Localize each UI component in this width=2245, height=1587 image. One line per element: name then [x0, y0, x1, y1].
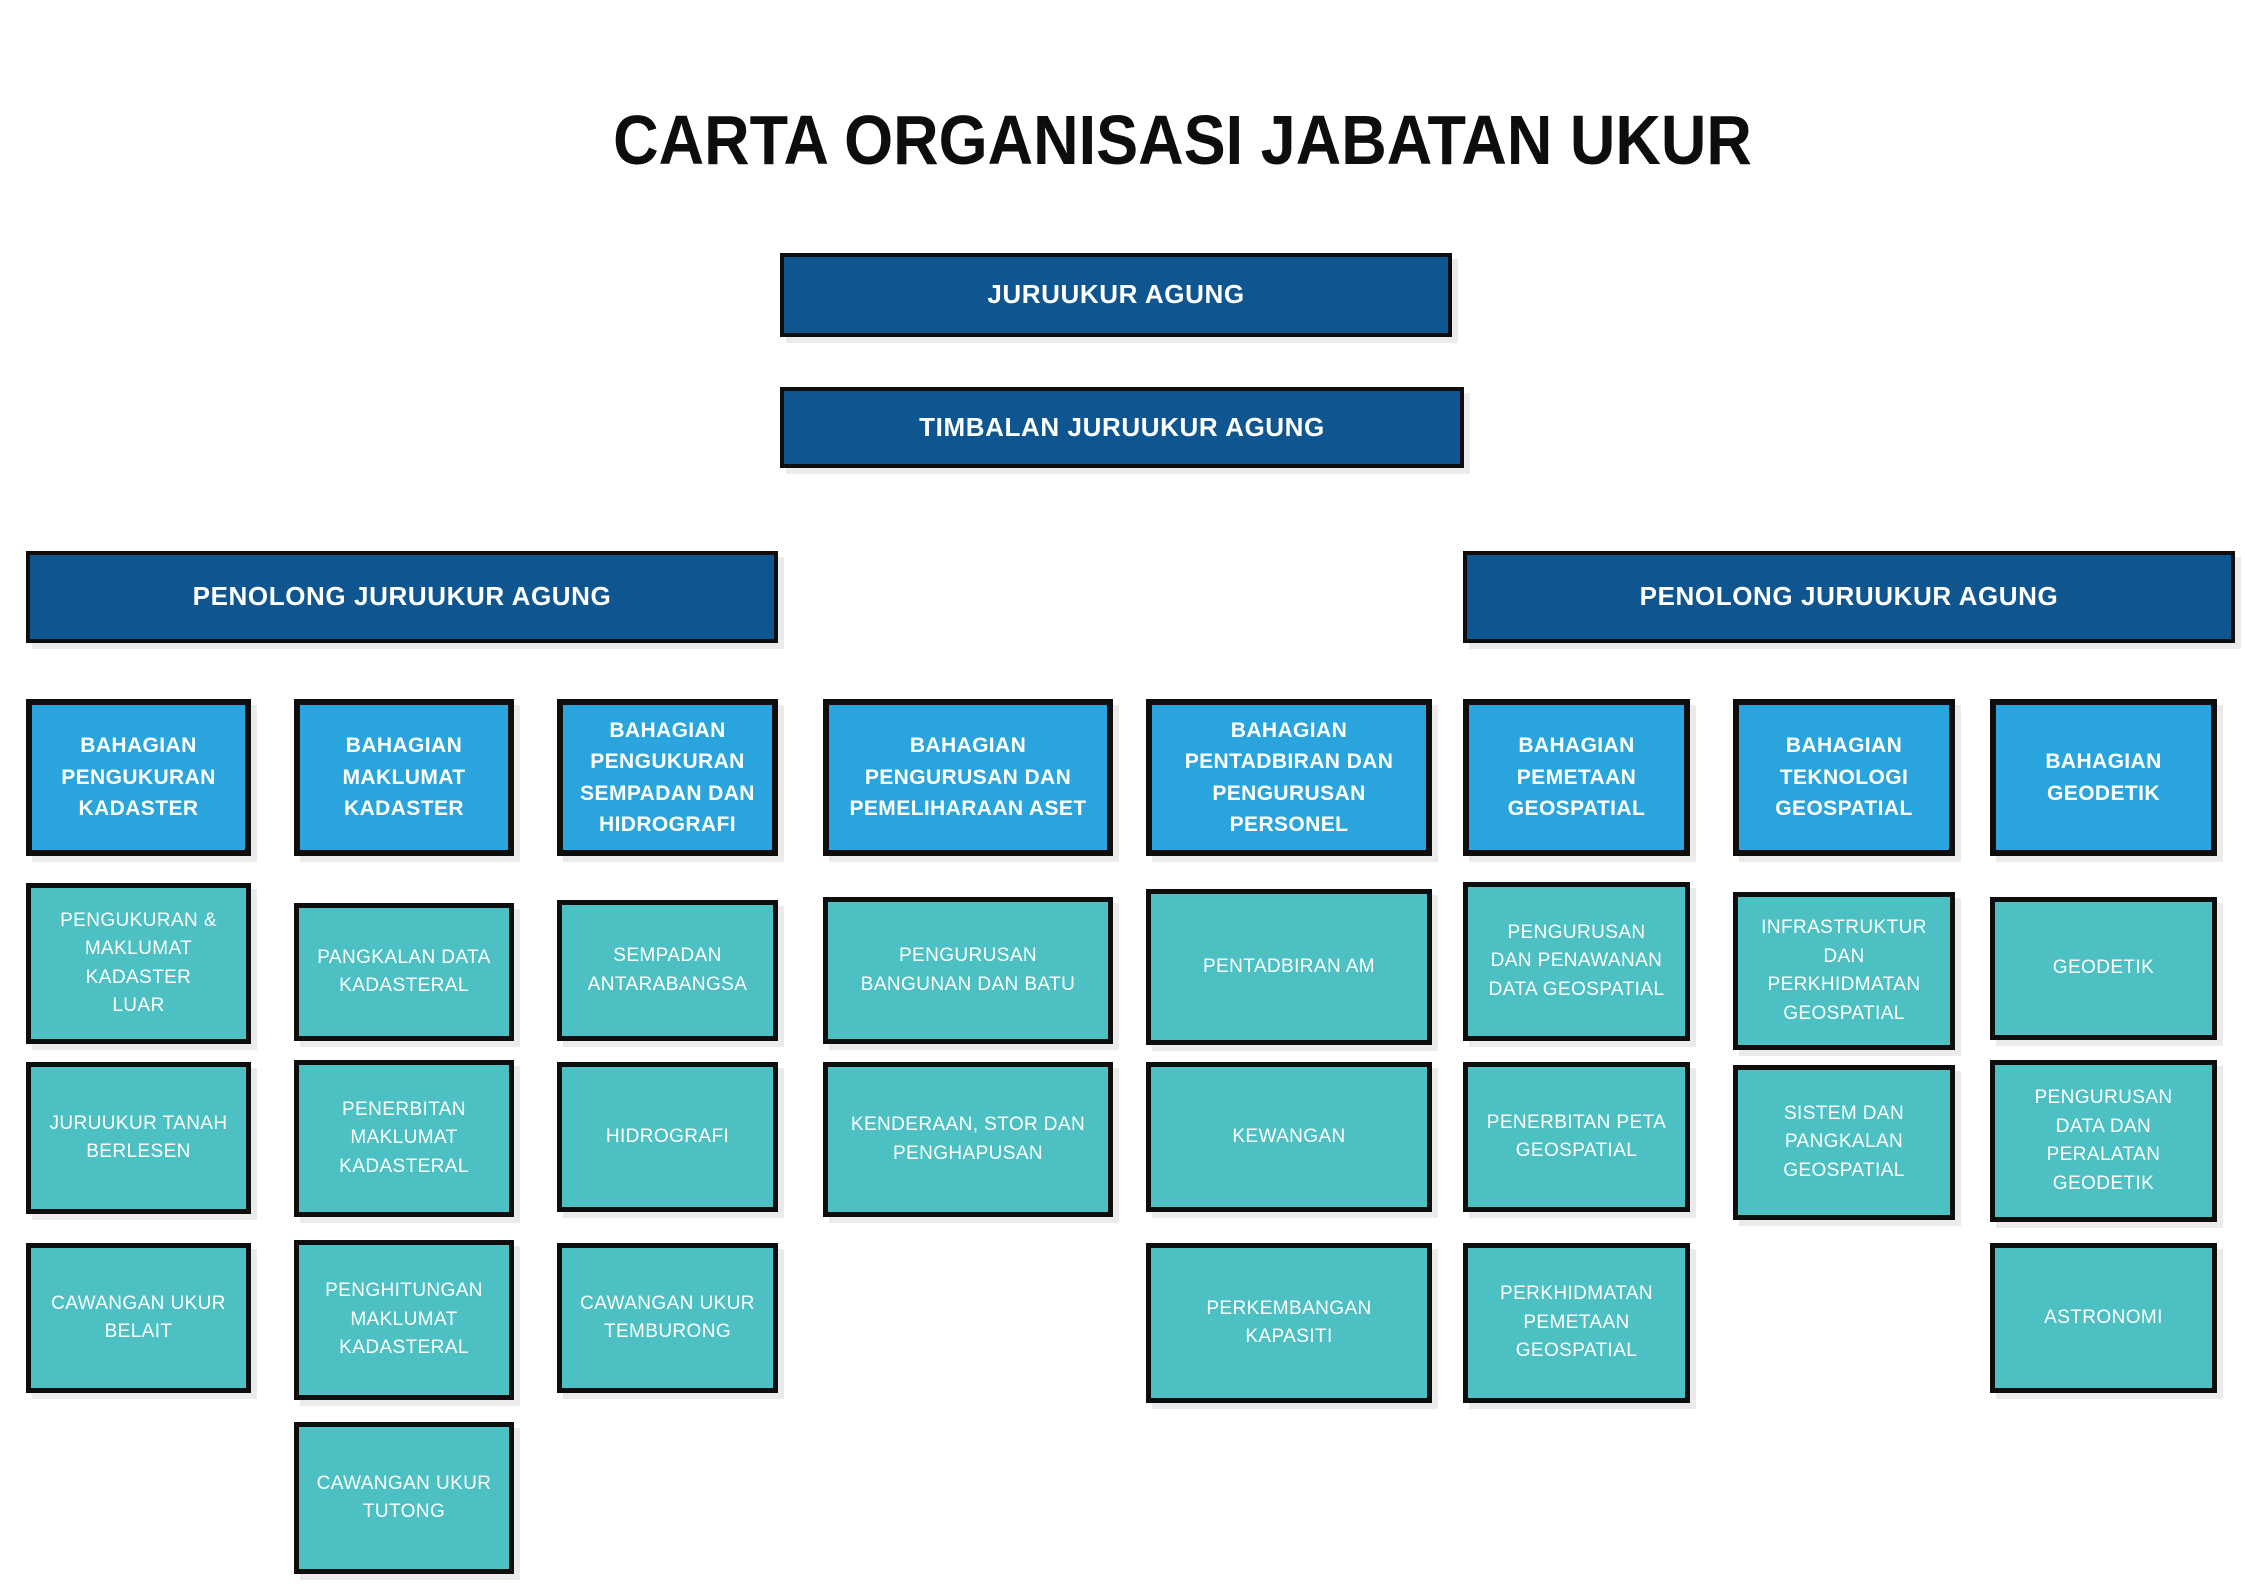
unit-juruukur-tanah-berlesen: JURUUKUR TANAH BERLESEN — [26, 1062, 251, 1214]
unit-astronomi: ASTRONOMI — [1990, 1243, 2217, 1393]
unit-pengurusan-penawanan-data-geospatial: PENGURUSAN DAN PENAWANAN DATA GEOSPATIAL — [1463, 882, 1690, 1041]
unit-cawangan-ukur-belait: CAWANGAN UKUR BELAIT — [26, 1243, 251, 1393]
box-timbalan-juruukur-agung: TIMBALAN JURUUKUR AGUNG — [780, 387, 1464, 468]
unit-penerbitan-maklumat-kadasteral: PENERBITAN MAKLUMAT KADASTERAL — [294, 1060, 514, 1217]
unit-kewangan: KEWANGAN — [1146, 1062, 1432, 1212]
unit-sempadan-antarabangsa: SEMPADAN ANTARABANGSA — [557, 900, 778, 1041]
unit-cawangan-ukur-tutong: CAWANGAN UKUR TUTONG — [294, 1422, 514, 1574]
division-pengurusan-pemeliharaan-aset: BAHAGIAN PENGURUSAN DAN PEMELIHARAAN ASE… — [823, 699, 1113, 856]
unit-pengukuran-maklumat-kadaster-luar: PENGUKURAN & MAKLUMAT KADASTER LUAR — [26, 883, 251, 1044]
unit-pengurusan-data-peralatan-geodetik: PENGURUSAN DATA DAN PERALATAN GEODETIK — [1990, 1060, 2217, 1222]
unit-infrastruktur-perkhidmatan-geospatial: INFRASTRUKTUR DAN PERKHIDMATAN GEOSPATIA… — [1733, 892, 1955, 1050]
division-geodetik: BAHAGIAN GEODETIK — [1990, 699, 2217, 856]
division-pengukuran-kadaster: BAHAGIAN PENGUKURAN KADASTER — [26, 699, 251, 856]
unit-kenderaan-stor-dan-penghapusan: KENDERAAN, STOR DAN PENGHAPUSAN — [823, 1062, 1113, 1217]
unit-pentadbiran-am: PENTADBIRAN AM — [1146, 889, 1432, 1045]
division-pengukuran-sempadan-hidrografi: BAHAGIAN PENGUKURAN SEMPADAN DAN HIDROGR… — [557, 699, 778, 856]
division-pemetaan-geospatial: BAHAGIAN PEMETAAN GEOSPATIAL — [1463, 699, 1690, 856]
unit-penerbitan-peta-geospatial: PENERBITAN PETA GEOSPATIAL — [1463, 1062, 1690, 1212]
unit-perkembangan-kapasiti: PERKEMBANGAN KAPASITI — [1146, 1243, 1432, 1403]
box-juruukur-agung: JURUUKUR AGUNG — [780, 253, 1452, 337]
box-penolong-juruukur-agung-left: PENOLONG JURUUKUR AGUNG — [26, 551, 778, 643]
unit-pangkalan-data-kadasteral: PANGKALAN DATA KADASTERAL — [294, 903, 514, 1041]
page-title: CARTA ORGANISASI JABATAN UKUR — [613, 101, 1752, 179]
unit-hidrografi: HIDROGRAFI — [557, 1062, 778, 1212]
unit-geodetik: GEODETIK — [1990, 897, 2217, 1040]
division-teknologi-geospatial: BAHAGIAN TEKNOLOGI GEOSPATIAL — [1733, 699, 1955, 856]
box-penolong-juruukur-agung-right: PENOLONG JURUUKUR AGUNG — [1463, 551, 2235, 643]
unit-perkhidmatan-pemetaan-geospatial: PERKHIDMATAN PEMETAAN GEOSPATIAL — [1463, 1243, 1690, 1403]
unit-penghitungan-maklumat-kadasteral: PENGHITUNGAN MAKLUMAT KADASTERAL — [294, 1240, 514, 1400]
unit-cawangan-ukur-temburong: CAWANGAN UKUR TEMBURONG — [557, 1243, 778, 1393]
unit-pengurusan-bangunan-dan-batu: PENGURUSAN BANGUNAN DAN BATU — [823, 897, 1113, 1044]
division-pentadbiran-pengurusan-personel: BAHAGIAN PENTADBIRAN DAN PENGURUSAN PERS… — [1146, 699, 1432, 856]
division-maklumat-kadaster: BAHAGIAN MAKLUMAT KADASTER — [294, 699, 514, 856]
unit-sistem-pangkalan-geospatial: SISTEM DAN PANGKALAN GEOSPATIAL — [1733, 1065, 1955, 1220]
